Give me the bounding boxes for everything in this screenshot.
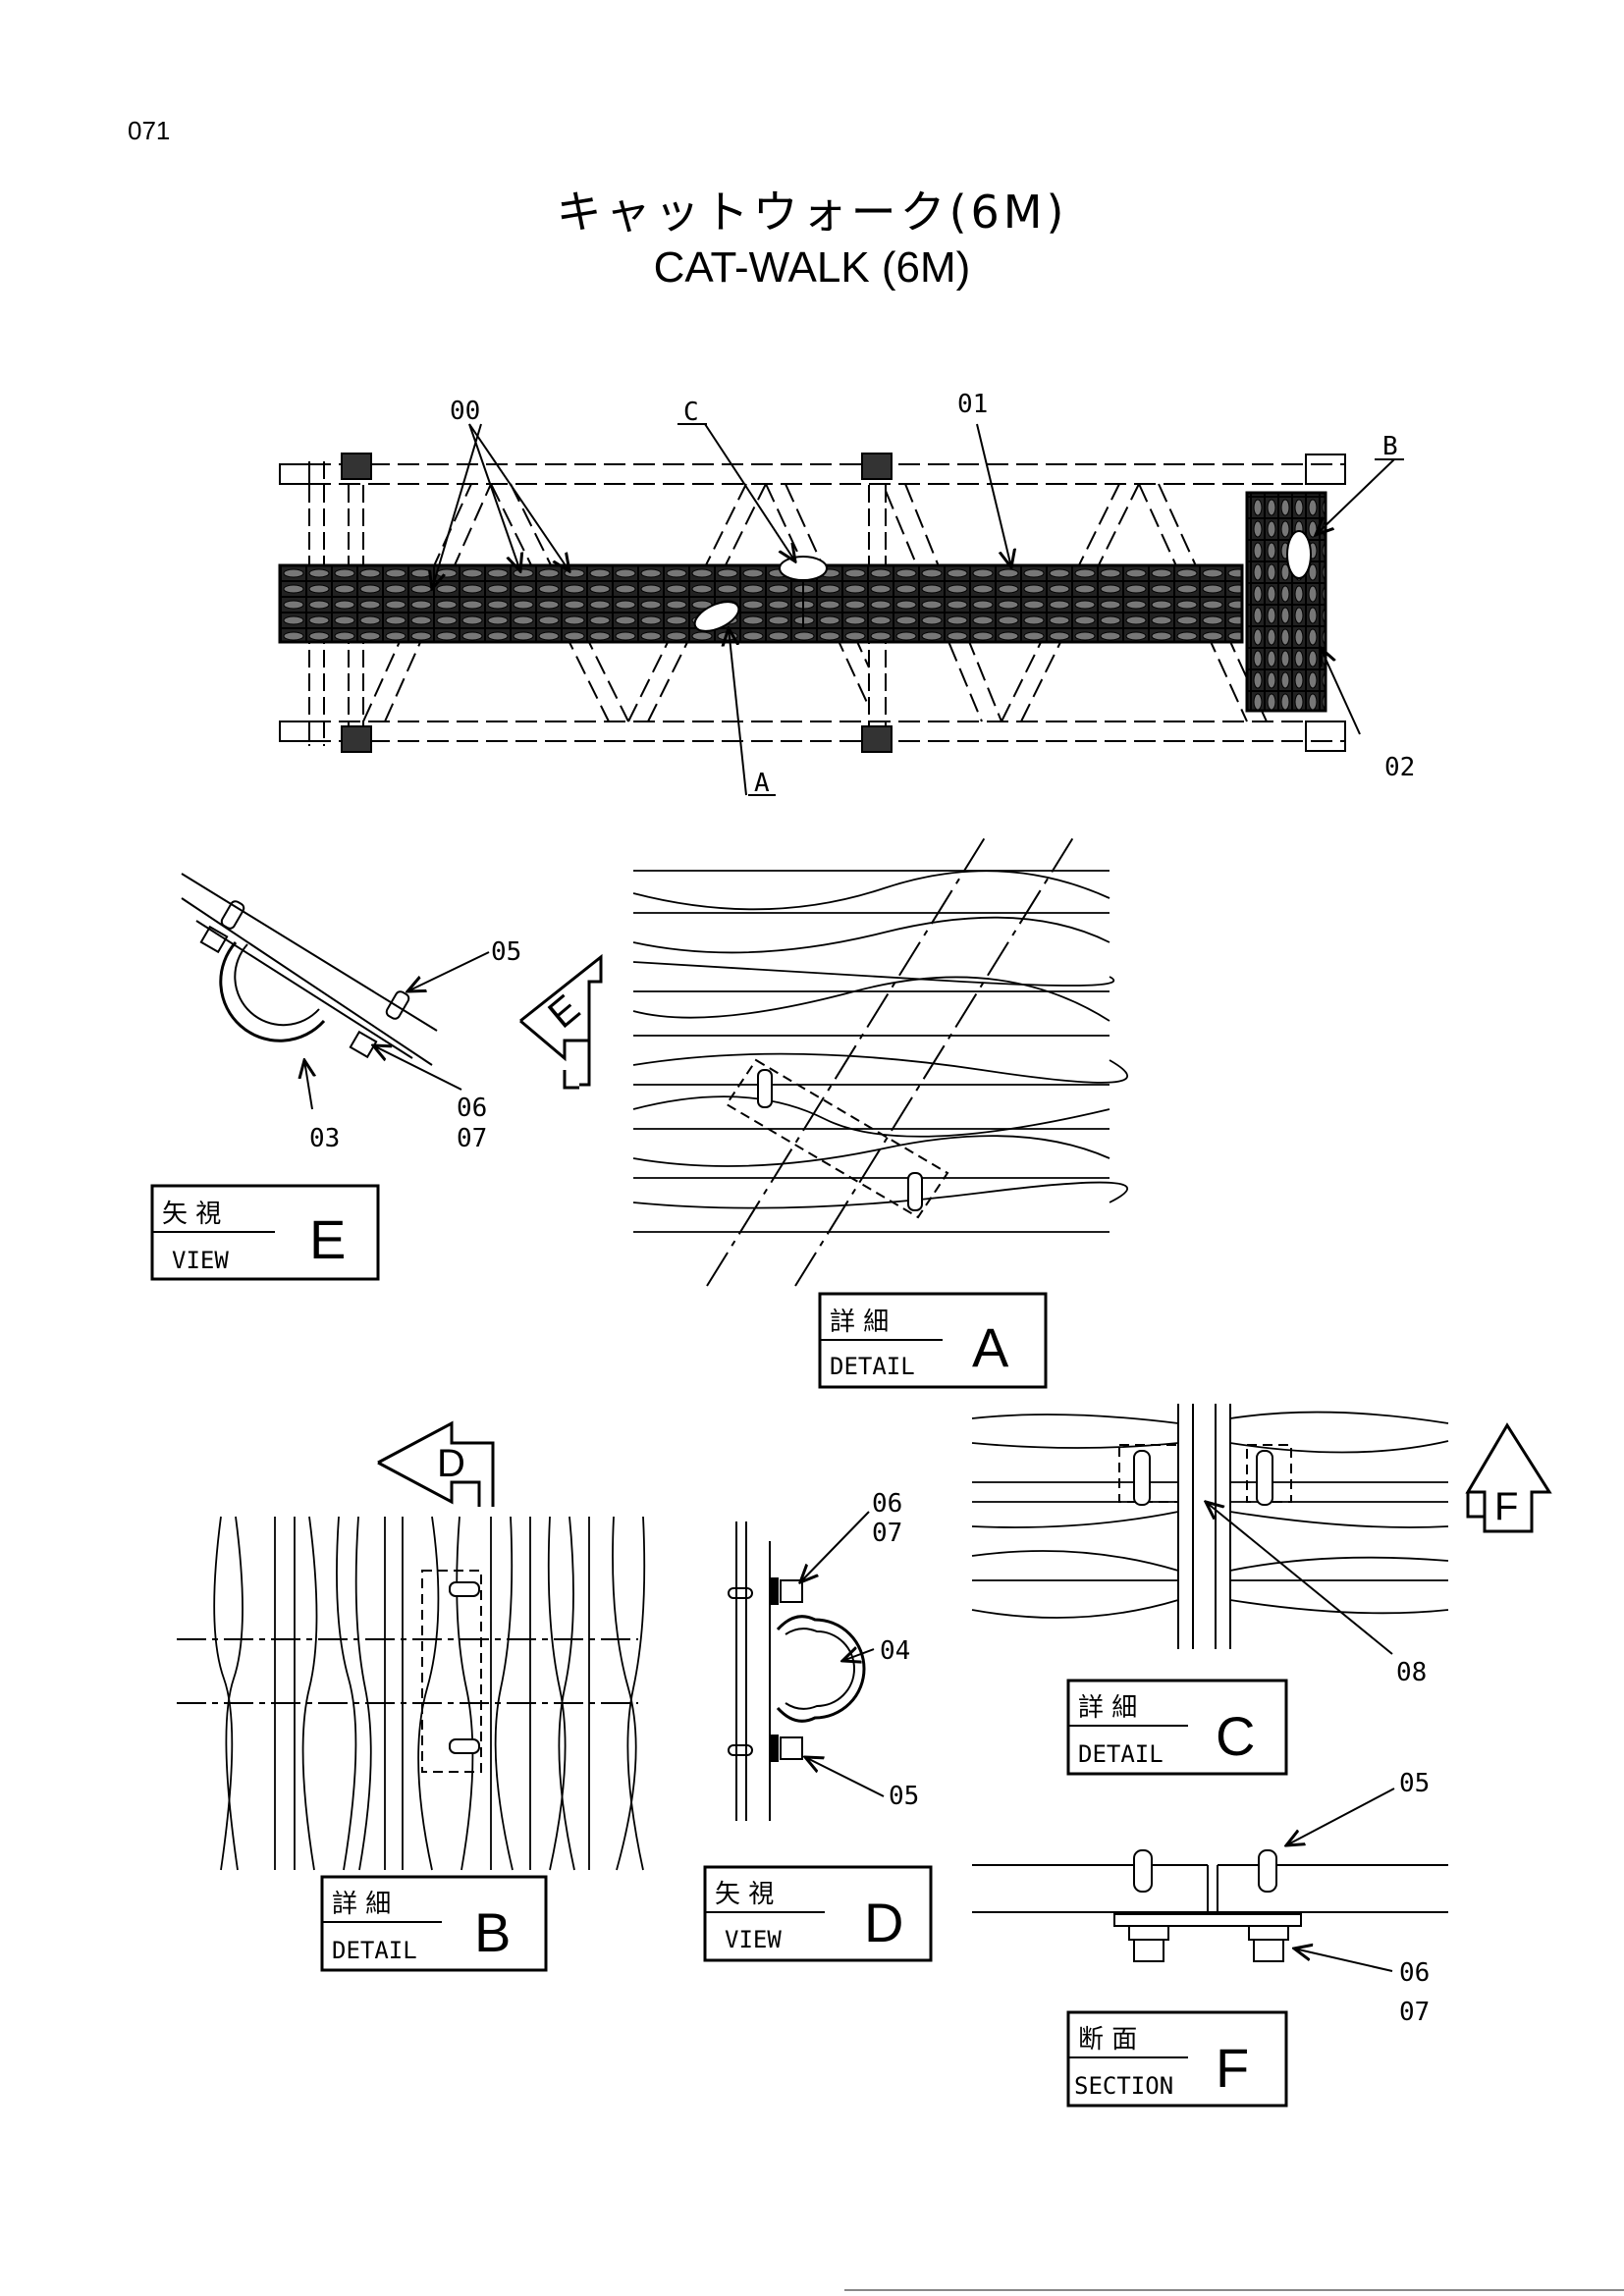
detail-c-letter: C xyxy=(1216,1705,1255,1767)
detail-c-drawing xyxy=(971,1404,1552,1655)
view-d-part-07: 07 xyxy=(872,1519,902,1548)
page-number: 071 xyxy=(128,116,171,145)
section-f-drawing xyxy=(972,1788,1448,1972)
ref-label-a: A xyxy=(754,769,770,798)
section-f-part-06: 06 xyxy=(1399,1958,1430,1988)
part-label-01: 01 xyxy=(957,390,988,419)
detail-b-label-jp: 詳 細 xyxy=(332,1890,391,1919)
title-japanese: キャットウォーク(6M) xyxy=(556,186,1068,239)
section-f-label-jp: 断 面 xyxy=(1078,2025,1137,2055)
view-e-part-07: 07 xyxy=(457,1124,487,1153)
ref-label-c: C xyxy=(683,398,699,427)
view-e-part-06: 06 xyxy=(457,1094,487,1123)
detail-c-label-en: DETAIL xyxy=(1078,1740,1164,1768)
view-d-part-05: 05 xyxy=(889,1782,919,1811)
view-d-drawing xyxy=(728,1511,885,1821)
section-f-letter: F xyxy=(1216,2037,1249,2099)
view-d-part-04: 04 xyxy=(880,1636,910,1666)
detail-c-label-jp: 詳 細 xyxy=(1078,1693,1137,1723)
view-e-letter: E xyxy=(309,1208,346,1270)
detail-b-label-box xyxy=(320,1875,548,1972)
view-e-drawing xyxy=(181,873,603,1110)
main-view xyxy=(278,423,1404,796)
detail-a-drawing xyxy=(632,833,1129,1287)
part-label-02: 02 xyxy=(1384,753,1415,782)
section-f-part-07: 07 xyxy=(1399,1998,1430,2027)
detail-a-label-jp: 詳 細 xyxy=(830,1308,889,1337)
detail-c-label-box xyxy=(1066,1679,1288,1776)
detail-a-label-box xyxy=(818,1292,1048,1389)
detail-a-label-en: DETAIL xyxy=(830,1353,915,1380)
detail-b-letter: B xyxy=(474,1901,511,1963)
arrow-letter-d: D xyxy=(437,1442,465,1485)
arrow-letter-e: E xyxy=(540,987,588,1037)
section-f-part-05: 05 xyxy=(1399,1769,1430,1798)
view-e-part-05: 05 xyxy=(491,937,521,967)
section-f-label-box xyxy=(1066,2010,1288,2108)
view-e-label-box xyxy=(150,1184,380,1281)
detail-b-label-en: DETAIL xyxy=(332,1937,417,1964)
detail-c-part-08: 08 xyxy=(1396,1658,1427,1687)
footer-rule xyxy=(844,2289,1624,2291)
view-e-label-en: VIEW xyxy=(172,1247,229,1274)
view-d-label-box xyxy=(703,1865,933,1962)
ref-label-b: B xyxy=(1382,432,1398,461)
title-english: CAT-WALK (6M) xyxy=(653,243,971,292)
section-f-label-en: SECTION xyxy=(1074,2072,1173,2100)
view-d-part-06: 06 xyxy=(872,1489,902,1519)
detail-a-letter: A xyxy=(972,1316,1009,1378)
arrow-letter-f: F xyxy=(1494,1485,1518,1528)
view-d-letter: D xyxy=(864,1892,903,1953)
view-d-label-en: VIEW xyxy=(725,1926,782,1953)
detail-b-drawing xyxy=(177,1420,646,1871)
view-e-part-03: 03 xyxy=(309,1124,340,1153)
view-e-label-jp: 矢 視 xyxy=(162,1200,221,1229)
view-d-label-jp: 矢 視 xyxy=(715,1880,774,1909)
part-label-00: 00 xyxy=(450,397,480,426)
